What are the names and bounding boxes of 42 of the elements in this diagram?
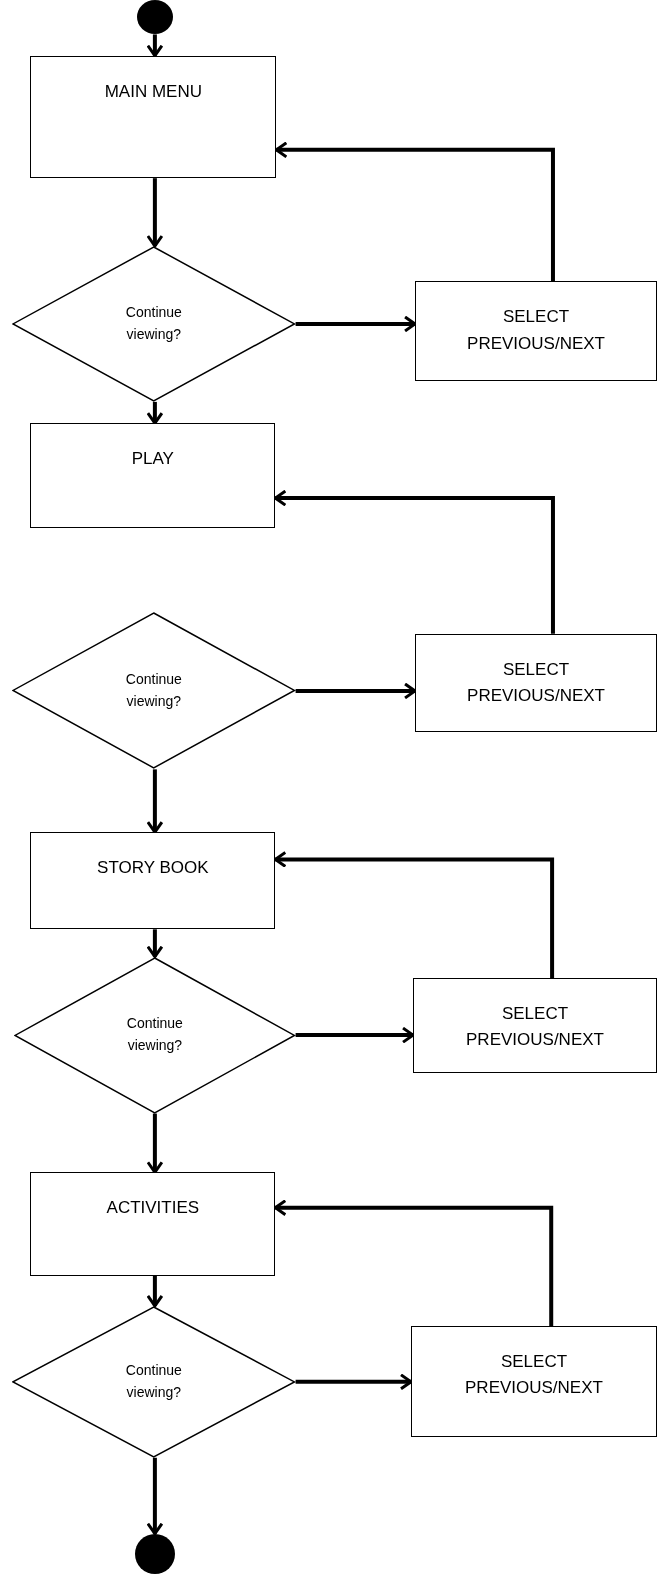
process-box bbox=[415, 281, 657, 381]
arrow bbox=[273, 489, 555, 634]
box-label: SELECT PREVIOUS/NEXT bbox=[465, 1002, 605, 1052]
decision-diamond bbox=[12, 246, 296, 402]
arrow bbox=[146, 769, 164, 834]
process-box bbox=[411, 1326, 657, 1438]
process-box bbox=[30, 423, 276, 529]
arrow bbox=[146, 34, 164, 58]
arrow bbox=[146, 1275, 164, 1308]
process-box bbox=[30, 832, 276, 930]
decision-diamond bbox=[12, 612, 296, 770]
terminal-circle bbox=[134, 1533, 176, 1575]
box-label: ACTIVITIES bbox=[106, 1197, 200, 1220]
arrow bbox=[295, 315, 417, 333]
arrow bbox=[146, 929, 164, 959]
arrow bbox=[295, 682, 417, 700]
decision-question: Continue viewing? bbox=[124, 1361, 183, 1402]
process-box bbox=[30, 55, 277, 179]
decision-question: Continue viewing? bbox=[125, 1014, 184, 1056]
arrow bbox=[273, 1199, 554, 1327]
arrow bbox=[146, 178, 164, 248]
arrow bbox=[146, 401, 164, 425]
decision-diamond bbox=[14, 956, 296, 1114]
process-box bbox=[413, 977, 657, 1074]
terminal-circle bbox=[136, 0, 174, 35]
box-label: STORY BOOK bbox=[97, 857, 209, 880]
arrow bbox=[146, 1113, 164, 1174]
arrow bbox=[146, 1457, 164, 1536]
arrow bbox=[295, 1026, 415, 1044]
box-label: PLAY bbox=[131, 448, 174, 471]
box-label: SELECT PREVIOUS/NEXT bbox=[464, 1351, 604, 1400]
box-label: MAIN MENU bbox=[104, 80, 202, 103]
process-box bbox=[415, 633, 657, 732]
arrow bbox=[274, 141, 555, 282]
decision-question: Continue viewing? bbox=[124, 303, 183, 344]
decision-diamond bbox=[12, 1305, 296, 1458]
box-label: SELECT PREVIOUS/NEXT bbox=[466, 658, 606, 708]
arrow bbox=[295, 1373, 413, 1391]
arrow bbox=[273, 850, 555, 978]
process-box bbox=[30, 1172, 276, 1276]
decision-question: Continue viewing? bbox=[124, 670, 183, 711]
box-label: SELECT PREVIOUS/NEXT bbox=[466, 306, 606, 355]
